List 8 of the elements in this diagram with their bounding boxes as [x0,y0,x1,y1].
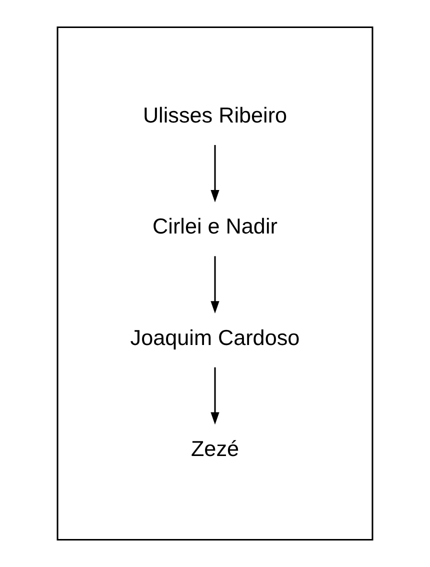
arrow [210,145,220,202]
cluster [56,26,374,541]
node-text: Ulisses Ribeiro [142,102,288,128]
node-text: Joaquim Cardoso [130,324,300,350]
node-text: Zezé [190,436,240,461]
arrow [210,256,220,314]
arrow [210,367,220,425]
node-text: Cirlei e Nadir [152,214,278,239]
